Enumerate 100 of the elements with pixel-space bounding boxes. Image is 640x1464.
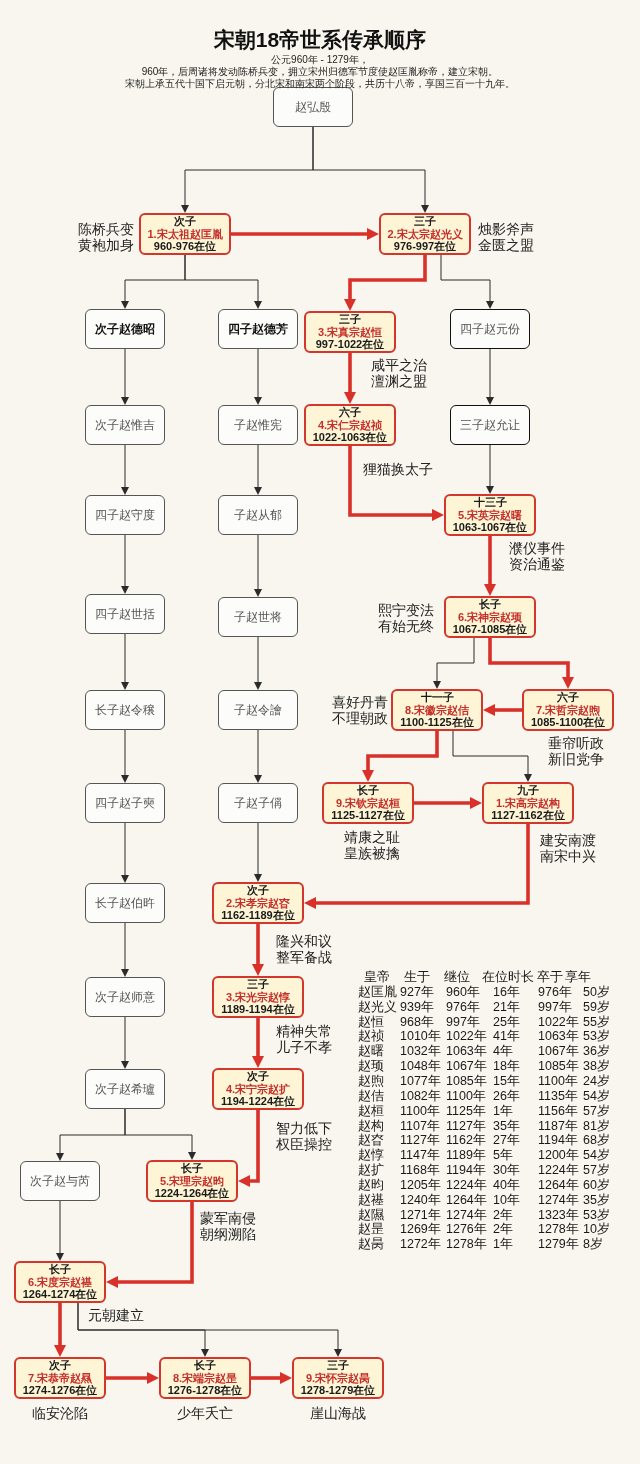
arrow xyxy=(106,1202,194,1288)
event-note: 朝纲溯陷 xyxy=(200,1226,256,1242)
emperor-title: 4.宋宁宗赵扩 xyxy=(225,1082,291,1096)
event-note: 垂帘听政 xyxy=(548,735,604,751)
table-entry: 1022年 xyxy=(538,1014,579,1029)
birth-rank: 长子 xyxy=(49,1263,71,1276)
person-node xyxy=(450,309,530,349)
person-name: 长子赵伯旿 xyxy=(95,896,155,910)
reign-period: 1127-1162在位 xyxy=(491,809,565,822)
person-node xyxy=(273,87,353,127)
reign-period: 1276-1278在位 xyxy=(167,1384,243,1397)
arrow xyxy=(304,824,530,909)
table-entry: 1240年 xyxy=(400,1192,441,1207)
person-name: 子赵惟宪 xyxy=(234,418,282,432)
event-note: 皇族被擒 xyxy=(344,845,400,861)
event-note: 儿子不孝 xyxy=(276,1039,332,1055)
emperor-node xyxy=(322,782,414,824)
emperor-title: 9.宋钦宗赵桓 xyxy=(335,796,401,810)
reign-period: 1085-1100在位 xyxy=(531,716,605,729)
emperor-title: 2.宋太宗赵光义 xyxy=(387,227,463,241)
event-note: 新旧党争 xyxy=(548,751,604,767)
emperor-title: 3.宋光宗赵惇 xyxy=(225,990,291,1004)
event-note: 熙宁变法 xyxy=(378,602,434,618)
event-note: 咸平之治 xyxy=(371,357,427,373)
table-entry: 68岁 xyxy=(583,1133,610,1148)
arrow xyxy=(254,348,262,405)
arrow xyxy=(486,444,494,494)
emperor-node xyxy=(444,494,536,536)
emperor-title: 6.宋神宗赵顼 xyxy=(457,610,523,624)
emperor-title: 7.宋恭帝赵㬎 xyxy=(27,1371,93,1385)
arrow xyxy=(254,822,262,882)
table-entry: 赵匡胤 xyxy=(358,984,397,999)
table-entry: 1年 xyxy=(493,1103,513,1118)
arrow xyxy=(238,1110,260,1187)
table-entry: 960年 xyxy=(446,984,480,999)
person-name: 子赵从郁 xyxy=(234,508,282,522)
event-note: 建安南渡 xyxy=(540,832,596,848)
table-entry: 1279年 xyxy=(538,1237,579,1252)
table-entry: 54岁 xyxy=(583,1148,610,1163)
emperor-node xyxy=(212,976,304,1018)
column-header: 卒于 xyxy=(537,970,563,984)
table-entry: 1100年 xyxy=(400,1103,440,1118)
birth-rank: 长子 xyxy=(357,784,379,797)
column-header: 皇帝 xyxy=(364,970,390,984)
arrow xyxy=(106,1372,159,1384)
event-note: 崖山海战 xyxy=(310,1405,366,1421)
event-note: 澶渊之盟 xyxy=(371,373,427,389)
person-node xyxy=(218,690,298,730)
table-entry: 1067年 xyxy=(538,1044,579,1059)
person-node xyxy=(85,594,165,634)
reign-period: 1274-1276在位 xyxy=(22,1384,98,1397)
table-entry: 1224年 xyxy=(446,1177,487,1192)
emperor-node xyxy=(14,1357,106,1399)
emperor-node xyxy=(14,1261,106,1303)
birth-rank: 次子 xyxy=(247,1070,269,1083)
emperor-title: 1.宋太祖赵匡胤 xyxy=(147,227,223,241)
table-entry: 1168年 xyxy=(400,1163,440,1178)
arrow xyxy=(344,353,356,404)
birth-rank: 长子 xyxy=(181,1162,203,1175)
table-entry: 50岁 xyxy=(583,984,610,999)
event-note: 元朝建立 xyxy=(88,1307,144,1323)
table-entry: 1224年 xyxy=(538,1163,579,1178)
arrow xyxy=(54,1303,66,1357)
table-entry: 927年 xyxy=(400,984,434,999)
table-entry: 赵曙 xyxy=(358,1044,384,1059)
table-entry: 2年 xyxy=(493,1207,513,1222)
event-note: 隆兴和议 xyxy=(276,933,332,949)
table-entry: 赵昰 xyxy=(358,1222,384,1237)
table-entry: 1278年 xyxy=(538,1222,579,1237)
arrow xyxy=(121,729,129,783)
table-entry: 976年 xyxy=(538,984,572,999)
table-entry: 4年 xyxy=(493,1044,513,1059)
table-entry: 1048年 xyxy=(400,1059,441,1074)
reign-period: 1264-1274在位 xyxy=(22,1288,98,1301)
arrow xyxy=(121,444,129,495)
arrow xyxy=(77,1302,342,1357)
person-name: 四子赵子奭 xyxy=(95,796,155,810)
table-entry: 赵禥 xyxy=(358,1192,384,1207)
reign-period: 1162-1189在位 xyxy=(221,909,295,922)
table-entry: 1022年 xyxy=(446,1029,487,1044)
birth-rank: 次子 xyxy=(49,1359,71,1372)
table-entry: 1271年 xyxy=(400,1207,441,1222)
person-node xyxy=(85,690,165,730)
table-entry: 1127年 xyxy=(400,1133,440,1148)
birth-rank: 六子 xyxy=(557,691,579,704)
reign-period: 976-997在位 xyxy=(393,240,457,253)
person-node xyxy=(20,1161,100,1201)
table-entry: 1194年 xyxy=(538,1133,578,1148)
birth-rank: 六子 xyxy=(339,406,361,419)
table-entry: 24岁 xyxy=(583,1073,610,1088)
table-entry: 36岁 xyxy=(583,1044,610,1059)
emperor-node xyxy=(159,1357,251,1399)
table-entry: 1063年 xyxy=(538,1029,579,1044)
arrow xyxy=(254,534,262,597)
event-note: 狸猫换太子 xyxy=(363,461,433,477)
table-entry: 赵构 xyxy=(358,1118,384,1133)
table-entry: 40年 xyxy=(493,1177,520,1192)
arrow xyxy=(312,126,429,213)
table-entry: 53岁 xyxy=(583,1029,610,1044)
arrow xyxy=(486,348,494,405)
